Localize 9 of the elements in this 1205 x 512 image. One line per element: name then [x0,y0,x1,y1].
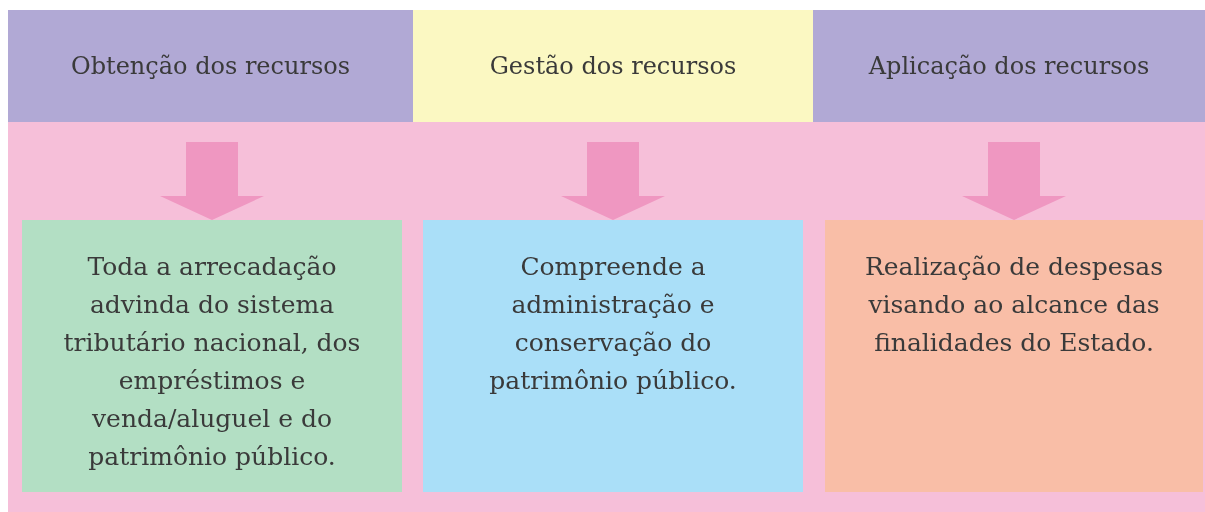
header-box: Obtenção dos recursos [8,10,413,122]
block-arrow [561,142,665,220]
text-box: Realização de despesas visando ao alcance das finalidades do Estado. [825,220,1203,492]
text-box: Compreende a administração e conservação do patrimônio público. [423,220,803,492]
block-arrow [962,142,1066,220]
header-box: Aplicação dos recursos [813,10,1205,122]
block-arrow [160,142,264,220]
header-box: Gestão dos recursos [413,10,813,122]
text-box: Toda a arrecadação advinda do sistema tributário nacional, dos empréstimos e venda/aluguel e do patrimônio público. [22,220,402,492]
